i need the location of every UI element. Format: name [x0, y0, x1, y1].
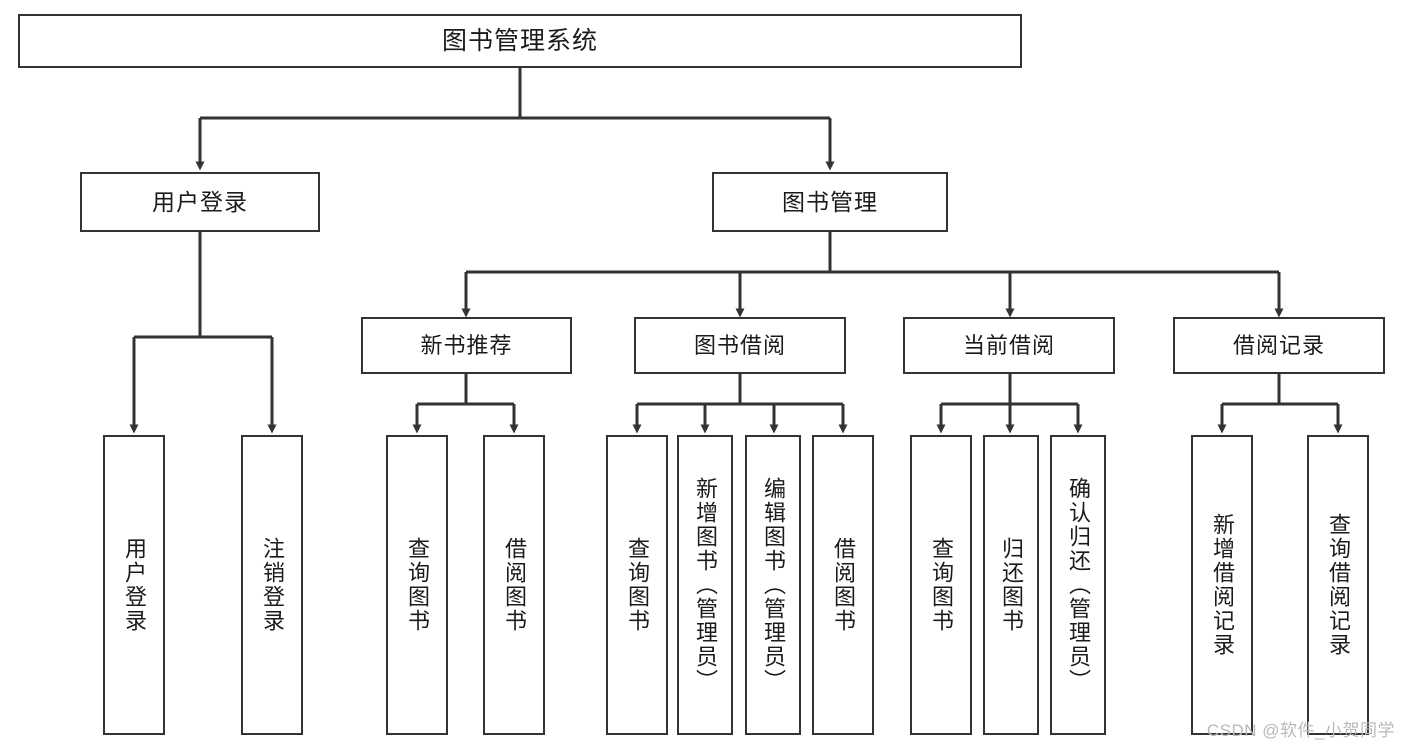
leaf-logout[interactable]: 注销登录: [241, 435, 303, 735]
node-user-login[interactable]: 用户登录: [80, 172, 320, 232]
node-label: 借阅图书: [830, 537, 856, 633]
node-label: 编辑图书（管理员）: [760, 477, 786, 693]
node-borrow-record[interactable]: 借阅记录: [1173, 317, 1385, 374]
node-label: 查询借阅记录: [1325, 513, 1351, 657]
leaf-edit-book-admin[interactable]: 编辑图书（管理员）: [745, 435, 801, 735]
node-label: 用户登录: [121, 537, 147, 633]
node-label: 新增图书（管理员）: [692, 477, 718, 693]
node-label: 用户登录: [152, 188, 248, 215]
node-root-library-management-system[interactable]: 图书管理系统: [18, 14, 1022, 68]
watermark-text: CSDN @软件_小贺同学: [1206, 721, 1395, 740]
node-label: 图书管理系统: [441, 26, 598, 55]
node-label: 归还图书: [998, 537, 1024, 633]
node-label: 当前借阅: [962, 332, 1055, 358]
node-label: 查询图书: [624, 537, 650, 633]
leaf-borrow-book-recommend[interactable]: 借阅图书: [483, 435, 545, 735]
node-label: 新增借阅记录: [1209, 513, 1235, 657]
leaf-query-book-current[interactable]: 查询图书: [910, 435, 972, 735]
leaf-borrow-book[interactable]: 借阅图书: [812, 435, 874, 735]
node-label: 注销登录: [259, 537, 285, 633]
node-book-management[interactable]: 图书管理: [712, 172, 948, 232]
leaf-add-borrow-record[interactable]: 新增借阅记录: [1191, 435, 1253, 735]
node-label: 借阅记录: [1232, 332, 1325, 358]
node-book-borrow[interactable]: 图书借阅: [634, 317, 846, 374]
node-new-book-recommend[interactable]: 新书推荐: [361, 317, 572, 374]
leaf-return-book[interactable]: 归还图书: [983, 435, 1039, 735]
node-label: 借阅图书: [501, 537, 527, 633]
leaf-add-book-admin[interactable]: 新增图书（管理员）: [677, 435, 733, 735]
node-label: 确认归还（管理员）: [1065, 477, 1091, 693]
leaf-confirm-return-admin[interactable]: 确认归还（管理员）: [1050, 435, 1106, 735]
leaf-query-borrow-record[interactable]: 查询借阅记录: [1307, 435, 1369, 735]
node-label: 查询图书: [928, 537, 954, 633]
leaf-query-book-borrow[interactable]: 查询图书: [606, 435, 668, 735]
node-current-borrow[interactable]: 当前借阅: [903, 317, 1115, 374]
leaf-query-book-recommend[interactable]: 查询图书: [386, 435, 448, 735]
node-label: 图书管理: [782, 188, 878, 215]
node-label: 查询图书: [404, 537, 430, 633]
node-label: 图书借阅: [693, 332, 786, 358]
node-label: 新书推荐: [420, 332, 513, 358]
leaf-user-login[interactable]: 用户登录: [103, 435, 165, 735]
